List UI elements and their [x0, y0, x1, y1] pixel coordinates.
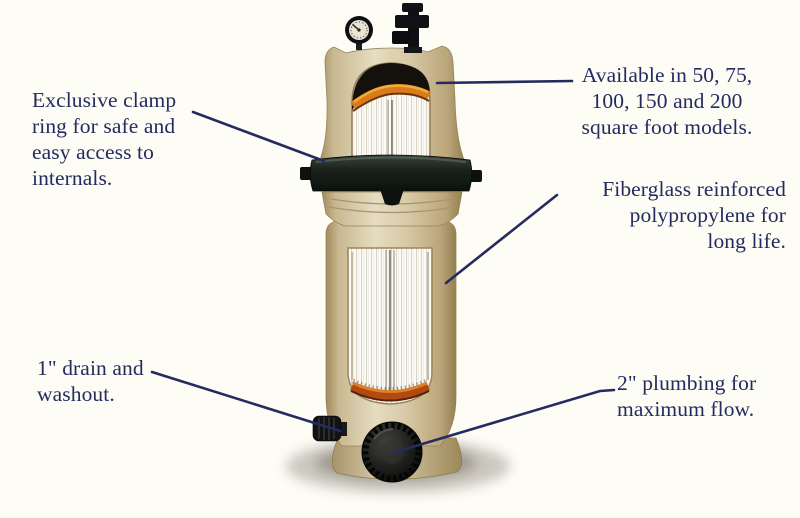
clamp-ring — [300, 154, 482, 206]
top-seal — [350, 84, 432, 110]
callout-clamp-ring: Exclusive clamp ring for safe and easy a… — [32, 88, 177, 190]
cartridge-window — [347, 247, 433, 405]
leader-line-drain — [150, 370, 342, 433]
callout-plumbing: 2" plumbing for maximum flow. — [617, 371, 757, 421]
pressure-gauge — [345, 16, 373, 50]
cartridge-top-window — [350, 62, 432, 163]
leader-line-plumbing — [390, 388, 616, 455]
callout-models: Available in 50, 75, 100, 150 and 200 sq… — [581, 63, 753, 139]
leader-line-material — [444, 193, 559, 285]
leader-line-models — [435, 79, 574, 85]
leader-line-clamp — [191, 110, 326, 163]
callout-material: Fiberglass reinforced polypropylene for … — [602, 177, 786, 253]
callout-drain: 1" drain and washout. — [37, 356, 144, 406]
air-relief-valve — [392, 3, 429, 53]
